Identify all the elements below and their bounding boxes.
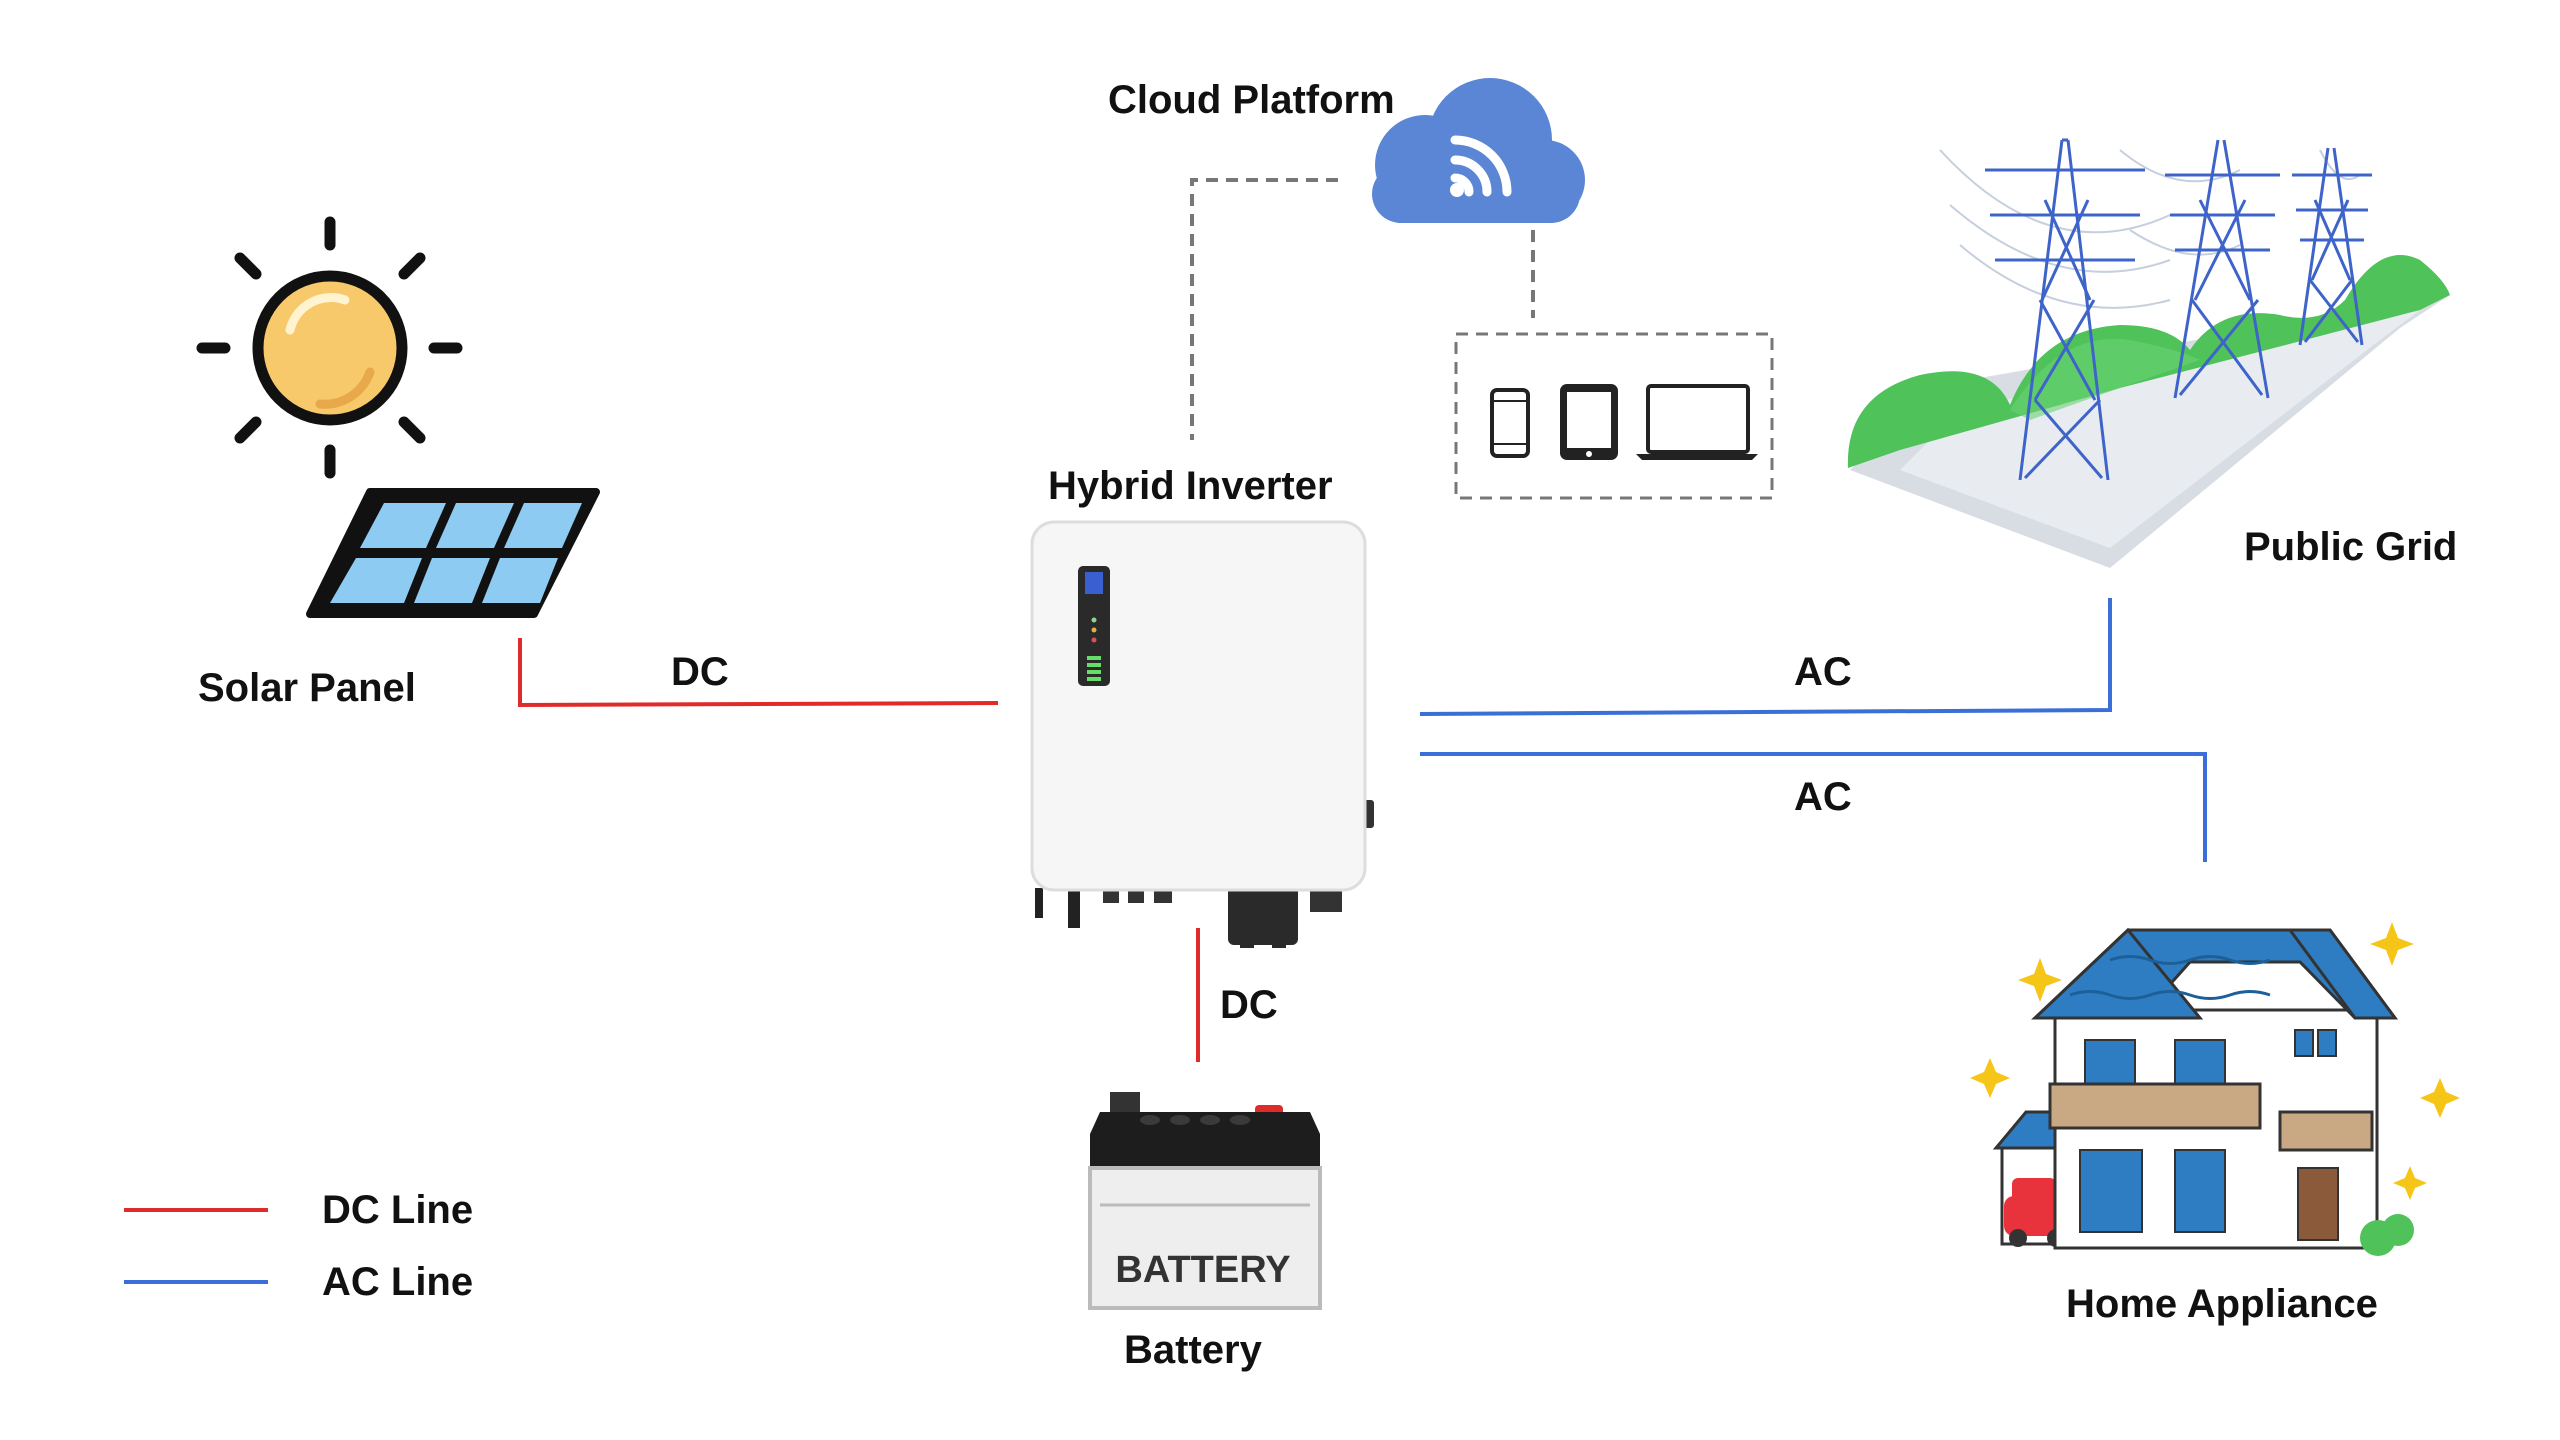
ac-line-home: [1420, 752, 2207, 862]
dc-battery-label: DC: [1220, 983, 1278, 1027]
dc-solar-label: DC: [671, 650, 729, 694]
legend-ac-label: AC Line: [322, 1260, 474, 1304]
battery-label: Battery: [1124, 1328, 1262, 1372]
solar-panel-icon: [306, 488, 600, 618]
battery-icon: BATTERY: [1088, 1092, 1322, 1310]
devices-group: [1454, 332, 1774, 500]
phone-icon: [1490, 388, 1530, 458]
legend-dc-label: DC Line: [322, 1188, 474, 1232]
sun-icon: [196, 216, 463, 479]
solar-panel-label: Solar Panel: [198, 666, 416, 710]
transmission-tower-icon: [1847, 138, 2450, 568]
home-appliance-label: Home Appliance: [2066, 1282, 2378, 1326]
dashed-link-cloud-inverter: [1190, 178, 1338, 440]
cloud-platform-label: Cloud Platform: [1108, 78, 1395, 122]
hybrid-inverter-icon: [1030, 520, 1374, 948]
laptop-icon: [1636, 384, 1758, 460]
tablet-icon: [1560, 384, 1618, 460]
public-grid-label: Public Grid: [2244, 525, 2458, 569]
house-icon: [1970, 922, 2460, 1256]
hybrid-inverter-label: Hybrid Inverter: [1048, 464, 1333, 508]
connections: [518, 178, 2207, 1062]
ac-grid-label: AC: [1794, 650, 1852, 694]
ac-home-label: AC: [1794, 775, 1852, 819]
dc-line-solar: [518, 638, 999, 708]
battery-case-text: BATTERY: [1115, 1249, 1290, 1291]
ac-line-grid: [1419, 598, 2112, 716]
cloud-wifi-icon: [1372, 78, 1585, 223]
